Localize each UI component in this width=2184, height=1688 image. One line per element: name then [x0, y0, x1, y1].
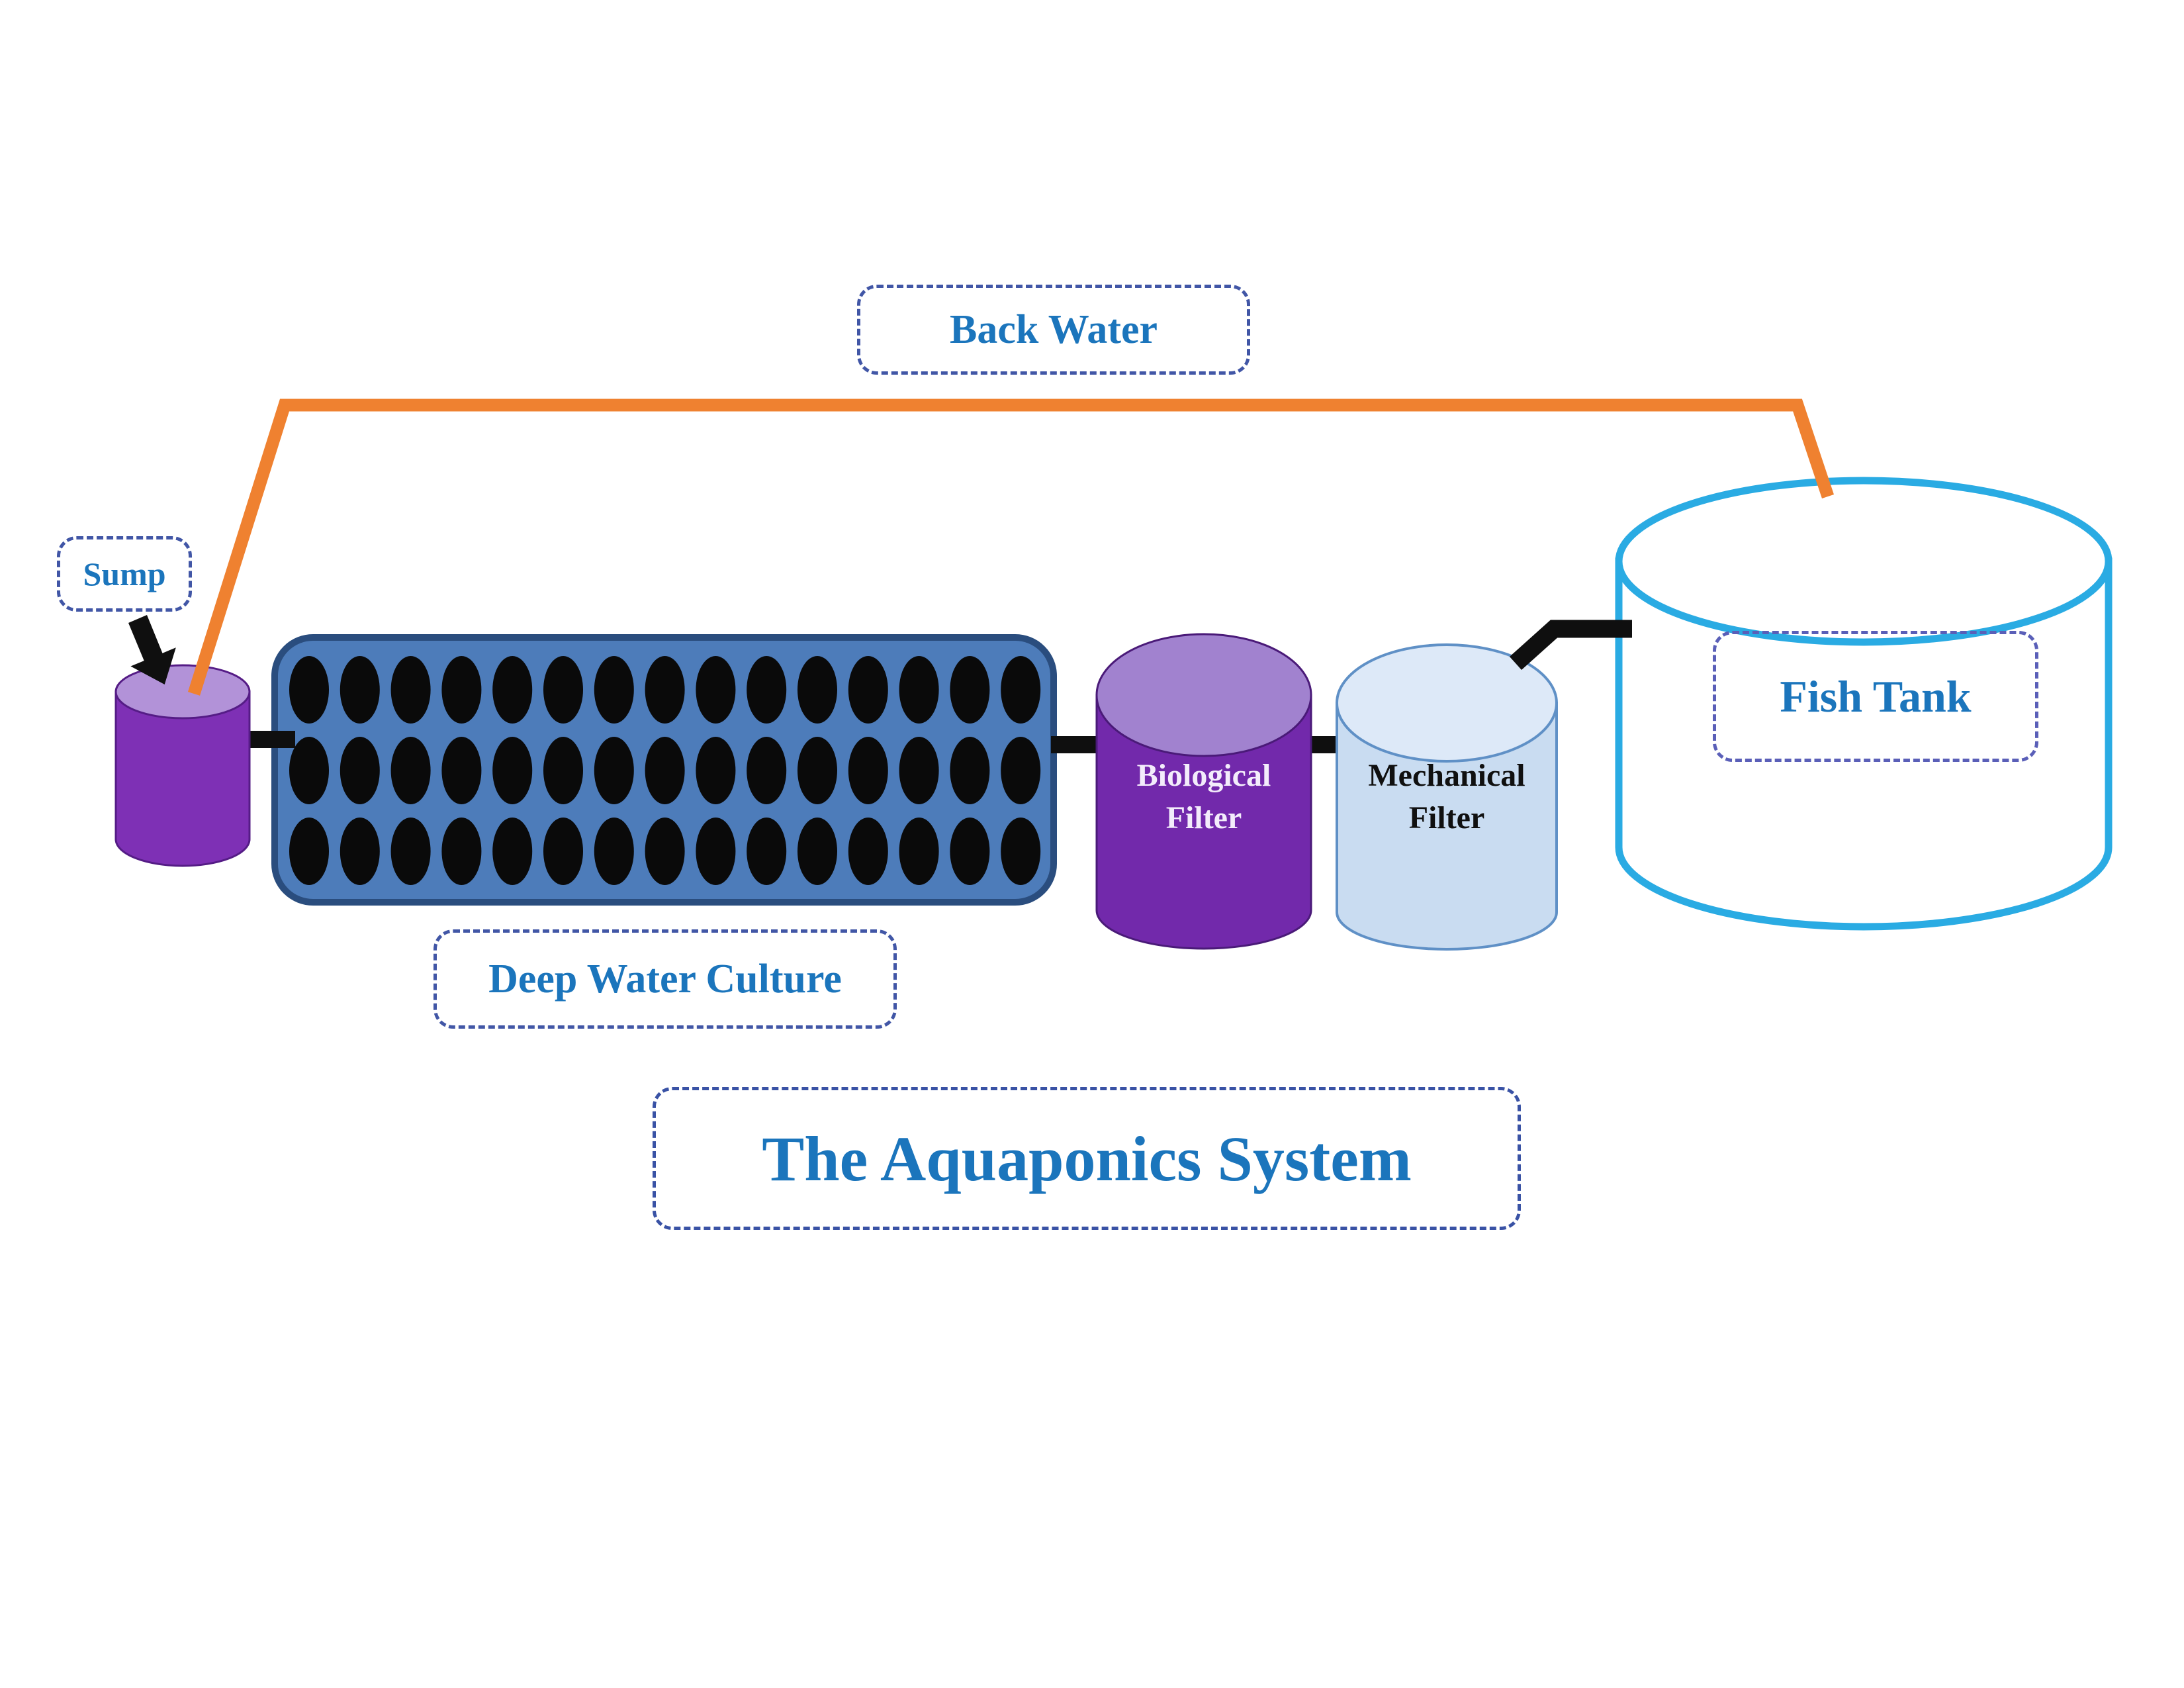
- plant-hole: [696, 656, 736, 724]
- plant-hole: [645, 656, 685, 724]
- plant-hole: [289, 818, 329, 885]
- pipe-dwc-to-biological: [1051, 736, 1100, 753]
- sump-inflow-arrow-icon: [128, 615, 176, 684]
- plant-hole: [492, 737, 533, 804]
- pipe-sump-to-dwc: [245, 731, 295, 748]
- plant-hole: [340, 818, 380, 885]
- plant-hole: [594, 818, 634, 885]
- plant-hole: [492, 656, 533, 724]
- plant-hole: [441, 737, 482, 804]
- plant-hole: [594, 656, 634, 724]
- plant-hole: [1001, 737, 1041, 804]
- plant-hole: [899, 656, 939, 724]
- plant-hole: [848, 737, 888, 804]
- diagram-title: The Aquaponics System: [653, 1087, 1521, 1230]
- plant-hole: [950, 656, 990, 724]
- biological-filter-label-line2: Filter: [1165, 800, 1242, 835]
- plant-hole: [645, 737, 685, 804]
- biological-filter-label-line1: Biological: [1136, 758, 1271, 793]
- fish-tank-rim: [1615, 477, 2113, 646]
- sump-top: [114, 664, 251, 720]
- plant-hole: [441, 818, 482, 885]
- fish-tank-body: [1615, 557, 2113, 931]
- plant-hole: [747, 737, 787, 804]
- plant-hole: [696, 818, 736, 885]
- mechanical-filter-label-line1: Mechanical: [1368, 758, 1525, 793]
- biological-filter-top: [1095, 633, 1312, 757]
- plant-hole: [696, 737, 736, 804]
- plant-hole: [390, 818, 431, 885]
- plant-hole: [543, 656, 583, 724]
- pipe-mechanical-to-fish-tank: [1509, 620, 1632, 671]
- plant-hole: [848, 656, 888, 724]
- plant-hole: [289, 737, 329, 804]
- plant-hole: [950, 737, 990, 804]
- deep-water-culture-label: Deep Water Culture: [433, 929, 897, 1029]
- plant-hole: [1001, 656, 1041, 724]
- plant-hole: [390, 656, 431, 724]
- back-water-label: Back Water: [857, 285, 1250, 375]
- plant-hole: [289, 656, 329, 724]
- dwc-holes: [289, 656, 1041, 885]
- plant-hole: [747, 818, 787, 885]
- plant-hole: [594, 737, 634, 804]
- plant-hole: [390, 737, 431, 804]
- sump-tank: [114, 664, 251, 867]
- plant-hole: [1001, 818, 1041, 885]
- plant-hole: [543, 818, 583, 885]
- fish-tank: [1615, 477, 2113, 931]
- mechanical-filter-label-line2: Filter: [1408, 800, 1485, 835]
- plant-hole: [543, 737, 583, 804]
- plant-hole: [797, 656, 837, 724]
- biological-filter-tank: [1095, 633, 1312, 950]
- plant-hole: [899, 737, 939, 804]
- sump-body: [114, 690, 251, 867]
- plant-hole: [899, 818, 939, 885]
- plant-hole: [950, 818, 990, 885]
- biological-filter-body: [1095, 694, 1312, 950]
- plant-hole: [441, 656, 482, 724]
- biological-filter-label: Biological Filter: [1097, 755, 1311, 839]
- plant-hole: [848, 818, 888, 885]
- mechanical-filter-body: [1336, 702, 1558, 951]
- plant-hole: [747, 656, 787, 724]
- mechanical-filter-label: Mechanical Filter: [1337, 755, 1557, 839]
- plant-hole: [340, 656, 380, 724]
- plant-hole: [492, 818, 533, 885]
- plant-hole: [797, 818, 837, 885]
- fish-tank-label: Fish Tank: [1713, 631, 2038, 762]
- mechanical-filter-top: [1336, 643, 1558, 763]
- sump-label: Sump: [57, 536, 192, 612]
- mechanical-filter-tank: [1336, 643, 1558, 951]
- plant-hole: [797, 737, 837, 804]
- back-water-pipe: [187, 399, 1835, 696]
- plant-hole: [645, 818, 685, 885]
- plant-hole: [340, 737, 380, 804]
